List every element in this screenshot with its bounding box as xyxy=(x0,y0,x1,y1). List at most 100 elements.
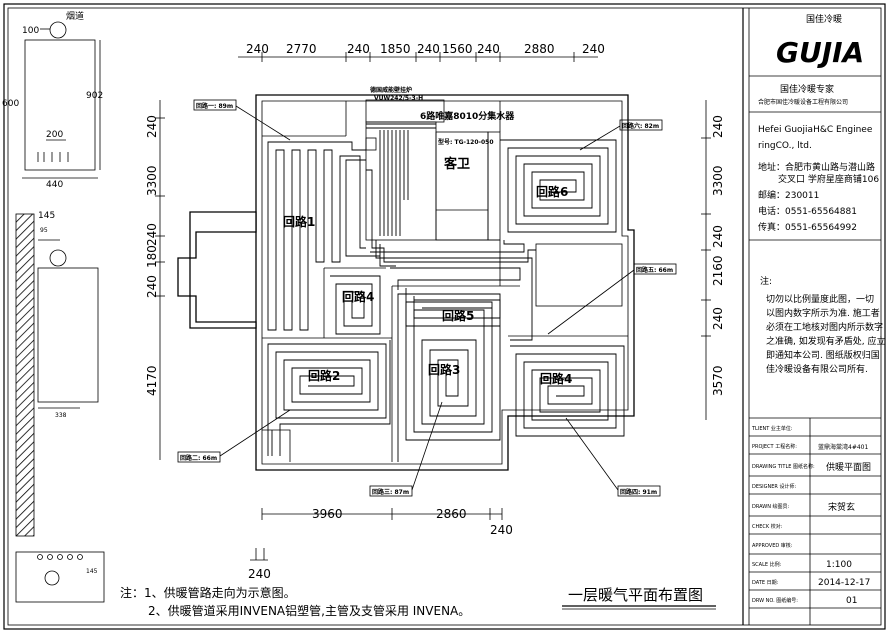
disclaimer-4: 之准确, 如发现有矛盾处, 应立 xyxy=(766,335,885,347)
row-project-value: 蓝鼎海棠湾4#401 xyxy=(818,443,868,451)
dim-338: 338 xyxy=(55,412,67,419)
row-scale-label: SCALE 比例: xyxy=(752,561,782,568)
storage-box xyxy=(535,243,623,307)
dim-902: 902 xyxy=(86,91,103,101)
bottom-connectors xyxy=(37,554,83,560)
loop-1-pipe xyxy=(267,141,366,331)
note-1: 注：1、供暖管路走向为示意图。 xyxy=(120,585,296,600)
left-dim-2: 3300 xyxy=(145,165,159,196)
row-designer-label: DESIGNER 设计师: xyxy=(752,483,796,490)
row-drwno-value: 01 xyxy=(846,596,857,606)
loop-label-1: 回路1 xyxy=(283,214,315,229)
manifold-label: 6路唯嘉8010分集水器 xyxy=(420,110,515,122)
top-dim-7: 240 xyxy=(477,42,500,56)
right-dim-2: 3300 xyxy=(711,165,725,196)
row-drawing-title-value: 供暖平面图 xyxy=(826,461,871,473)
row-client-label: TLIENT 业主单位: xyxy=(751,425,793,432)
row-date-value: 2014-12-17 xyxy=(818,578,870,588)
dim-200: 200 xyxy=(46,130,63,140)
bottom-flue-circle xyxy=(44,570,60,586)
left-dim-4: 180 xyxy=(145,245,159,268)
bottom-dimension-line: 3960 2860 240 240 xyxy=(248,507,513,581)
postcode: 邮编：230011 xyxy=(758,189,819,201)
heating-loops xyxy=(267,123,625,462)
row-drawn-label: DRAWN 绘图员: xyxy=(752,503,790,510)
row-date-label: DATE 日期: xyxy=(752,580,779,586)
loop-4-small-pipe xyxy=(330,275,381,335)
top-dim-5: 240 xyxy=(417,42,440,56)
callout-loop-3: 回路三: 87m xyxy=(372,488,409,496)
loop-label-4: 回路4 xyxy=(342,289,374,304)
bottom-dim-2: 2860 xyxy=(436,507,467,521)
address-1: 地址：合肥市黄山路与潜山路 xyxy=(758,161,875,173)
info-table: TLIENT 业主单位: PROJECT 工程名称: 蓝鼎海棠湾4#401 DR… xyxy=(749,418,881,625)
note-2: 2、供暖管道采用INVENA铝塑管,主管及支管采用 INVENA。 xyxy=(148,603,470,618)
company-name-en-2: ringCO., ltd. xyxy=(758,141,812,151)
boiler-connectors xyxy=(37,152,69,162)
dim-100: 100 xyxy=(22,26,39,36)
flue-circle xyxy=(49,21,67,39)
wall-hatch xyxy=(15,213,35,537)
row-drwno-label: DRW NO. 图纸编号: xyxy=(752,597,798,604)
plan-labels: 德国威能壁挂炉 VUW242/5-3-H 6路唯嘉8010分集水器 型号: TG… xyxy=(283,86,572,386)
left-dim-3: 240 xyxy=(145,223,159,246)
loop-callouts: 回路一: 89m 回路二: 66m 回路三: 87m 回路四: 91m 回路五:… xyxy=(177,99,677,497)
row-approved-label: APPROVED 审核: xyxy=(752,542,793,549)
row-scale-value: 1:100 xyxy=(826,560,852,570)
bottom-left-dim: 240 xyxy=(248,567,271,581)
address-2: 交叉口 学府星座商铺106 xyxy=(778,173,879,185)
disclaimer-2: 以图内数字所示为准. 施工者 xyxy=(766,307,880,319)
top-dim-2: 2770 xyxy=(286,42,317,56)
right-dim-5: 240 xyxy=(711,307,725,330)
loop-3-pipe xyxy=(397,293,501,462)
phone: 电话：0551-65564881 xyxy=(758,205,857,217)
row-drawing-title-label: DRAWING TITLE 图纸名称: xyxy=(752,463,815,470)
left-dim-5: 240 xyxy=(145,275,159,298)
top-dim-3: 240 xyxy=(347,42,370,56)
boiler-front-detail: 烟道 100 902 600 200 440 xyxy=(2,10,103,190)
loop-label-6: 回路6 xyxy=(536,184,568,199)
note-title: 注: xyxy=(760,275,772,287)
drawing-title-block: 一层暖气平面布置图 xyxy=(562,586,716,610)
side-boiler-body xyxy=(37,267,99,403)
bottom-box xyxy=(15,551,105,603)
loop-label-4-right: 回路4 xyxy=(540,371,572,386)
right-dim-1: 240 xyxy=(711,115,725,138)
dim-145: 145 xyxy=(38,211,55,221)
side-flue-circle xyxy=(49,249,67,267)
callout-loop-4: 回路四: 91m xyxy=(620,488,657,496)
disclaimer-1: 切勿以比例量度此图，一切 xyxy=(766,293,874,305)
callout-loop-5: 回路五: 66m xyxy=(636,266,673,274)
row-check-label: CHECK 校对: xyxy=(752,523,783,530)
boiler-label-cn: 德国威能壁挂炉 xyxy=(369,86,412,94)
right-dim-6: 3570 xyxy=(711,365,725,396)
loop-6-pipe xyxy=(500,139,617,233)
boiler-body xyxy=(24,39,96,171)
logo-text: GUJIA xyxy=(776,36,864,69)
left-dim-6: 4170 xyxy=(145,365,159,396)
bottom-dim-3: 240 xyxy=(490,523,513,537)
loop-label-3: 回路3 xyxy=(428,362,460,377)
callout-loop-2: 回路二: 66m xyxy=(180,454,217,462)
inner-border xyxy=(7,7,882,626)
right-dimension-line: 240 3300 240 2160 240 3570 xyxy=(701,100,725,420)
company-name-cn: 合肥市国佳冷暖设备工程有限公司 xyxy=(758,98,848,106)
loop-label-2: 回路2 xyxy=(308,368,340,383)
dim-440: 440 xyxy=(46,180,63,190)
company-name-en-1: Hefei GuojiaH&C Enginee xyxy=(758,125,873,135)
right-dim-4: 2160 xyxy=(711,255,725,286)
dim-600: 600 xyxy=(2,99,19,109)
boiler-label-model: VUW242/5-3-H xyxy=(374,95,423,102)
manifold-bars xyxy=(365,123,436,236)
top-dim-6: 1560 xyxy=(442,42,473,56)
title-block: GUJIA 国佳冷暖 国佳冷暖专家 合肥市国佳冷暖设备工程有限公司 Hefei … xyxy=(749,13,885,625)
outer-border xyxy=(3,3,886,630)
fax: 传真：0551-65564992 xyxy=(758,221,857,233)
room-kewei: 客卫 xyxy=(444,156,470,172)
boiler-box xyxy=(365,137,377,151)
top-dim-1: 240 xyxy=(246,42,269,56)
loop-4-right-pipe xyxy=(510,345,625,437)
boiler-bottom-detail: 145 xyxy=(15,551,105,603)
bottom-dim-1: 3960 xyxy=(312,507,343,521)
